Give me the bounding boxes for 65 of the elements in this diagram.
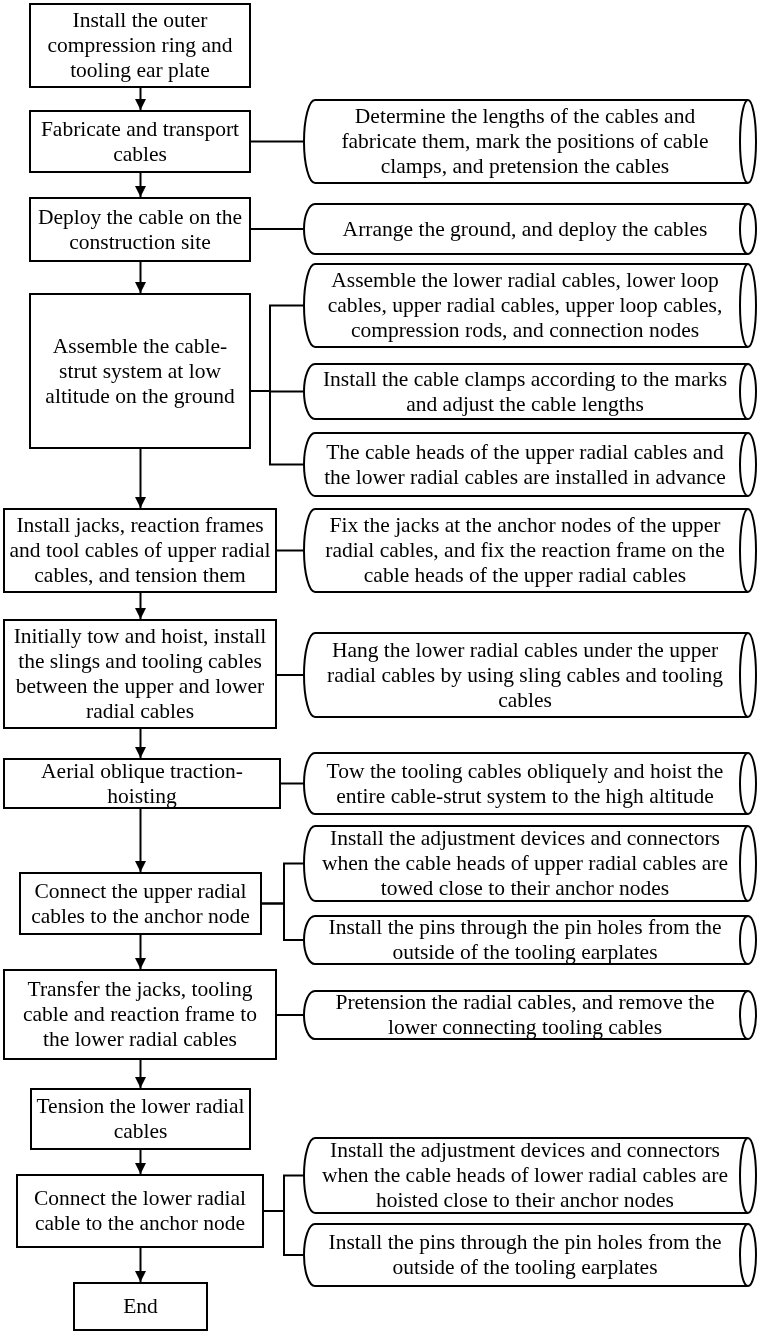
detail-text: Install the pins through the pin holes from the outside of the tooling earplates xyxy=(327,1230,723,1280)
process-box xyxy=(19,872,262,935)
detail-cylinder xyxy=(303,432,757,497)
detail-text: Fix the jacks at the anchor nodes of the upper radial cables, and fix the reaction frame on the cable heads of the upper radial cables xyxy=(324,513,726,588)
arrow xyxy=(135,592,146,620)
detail-cylinder xyxy=(303,1223,757,1287)
detail-text: Determine the lengths of the cables and fabricate them, mark the positions of cable clamps, and pretension the cables xyxy=(340,104,710,179)
step-text: End xyxy=(123,1294,158,1319)
step-text: Fabricate and transport cables xyxy=(39,116,241,167)
arrow xyxy=(135,728,146,759)
step-text: Assemble the cable-strut system at low altitude on the ground xyxy=(44,333,236,409)
arrow xyxy=(135,87,146,111)
arrow xyxy=(135,1247,146,1283)
detail-text: Arrange the ground, and deploy the cables xyxy=(342,216,708,242)
step-text: Tension the lower radial cables xyxy=(35,1094,246,1144)
connector-line xyxy=(276,1014,304,1016)
process-box xyxy=(30,1088,251,1150)
detail-cylinder xyxy=(303,99,757,184)
connector-line xyxy=(280,782,304,785)
step-text: Connect the lower radial cable to the anchor node xyxy=(33,1186,247,1236)
connector-line xyxy=(276,674,304,676)
detail-cylinder xyxy=(303,632,757,718)
detail-text: Pretension the radial cables, and remove the lower connecting tooling cables xyxy=(334,990,716,1040)
detail-text: Tow the tooling cables obliquely and hoist the entire cable-strut system to the high altitude xyxy=(325,758,725,809)
detail-text: Install the pins through the pin holes from the outside of the tooling earplates xyxy=(327,915,723,965)
process-box xyxy=(3,758,281,809)
detail-cylinder xyxy=(303,363,757,420)
arrow xyxy=(135,261,146,294)
detail-text: Assemble the lower radial cables, lower loop cables, upper radial cables, upper loop cables, compression rods, and connection nodes xyxy=(326,268,724,343)
arrow xyxy=(135,172,146,198)
arrow xyxy=(135,934,146,970)
connector-line xyxy=(250,228,304,230)
detail-text: Install the adjustment devices and connectors when the cable heads of lower radial cables are hoisted close to their anchor nodes xyxy=(321,1138,729,1213)
step-text: Transfer the jacks, tooling cable and reaction frame to the lower radial cables xyxy=(22,977,258,1052)
step-text: Initially tow and hoist, install the slings and tooling cables between the upper and lower radial cables xyxy=(12,624,268,724)
detail-cylinder xyxy=(303,990,757,1040)
process-box xyxy=(3,619,277,729)
connector-line xyxy=(276,549,304,552)
detail-text: Install the adjustment devices and connectors when the cable heads of upper radial cables are towed close to their anchor nodes xyxy=(321,826,729,901)
detail-cylinder xyxy=(303,263,757,348)
connector-line xyxy=(261,902,304,941)
connector-line xyxy=(250,390,304,466)
detail-text: The cable heads of the upper radial cables and the lower radial cables are installed in advance xyxy=(323,439,727,490)
detail-text: Install the cable clamps according to the marks and adjust the cable lengths xyxy=(321,366,729,417)
process-box xyxy=(3,969,277,1060)
step-text: Connect the upper radial cables to the anchor node xyxy=(30,878,251,929)
process-box xyxy=(16,1174,264,1248)
step-text: Install jacks, reaction frames and tool cables of upper radial cables, and tension them xyxy=(8,513,272,588)
arrow xyxy=(135,808,146,873)
step-text: Deploy the cable on the construction site xyxy=(36,204,244,255)
detail-text: Hang the lower radial cables under the upper radial cables by using sling cables and tooling cables xyxy=(326,637,724,713)
detail-cylinder xyxy=(303,508,757,593)
arrow xyxy=(135,1149,146,1175)
process-box xyxy=(73,1282,208,1331)
process-box xyxy=(29,197,251,262)
detail-cylinder xyxy=(303,203,757,255)
connector-line xyxy=(250,140,304,143)
step-text: Install the outer compression ring and tooling ear plate xyxy=(46,8,234,83)
process-box xyxy=(29,3,251,88)
process-box xyxy=(29,110,251,173)
arrow xyxy=(135,1059,146,1089)
detail-cylinder xyxy=(303,752,757,815)
step-text: Aerial oblique traction-hoisting xyxy=(40,758,244,809)
arrow xyxy=(135,448,146,509)
process-box xyxy=(29,293,251,449)
